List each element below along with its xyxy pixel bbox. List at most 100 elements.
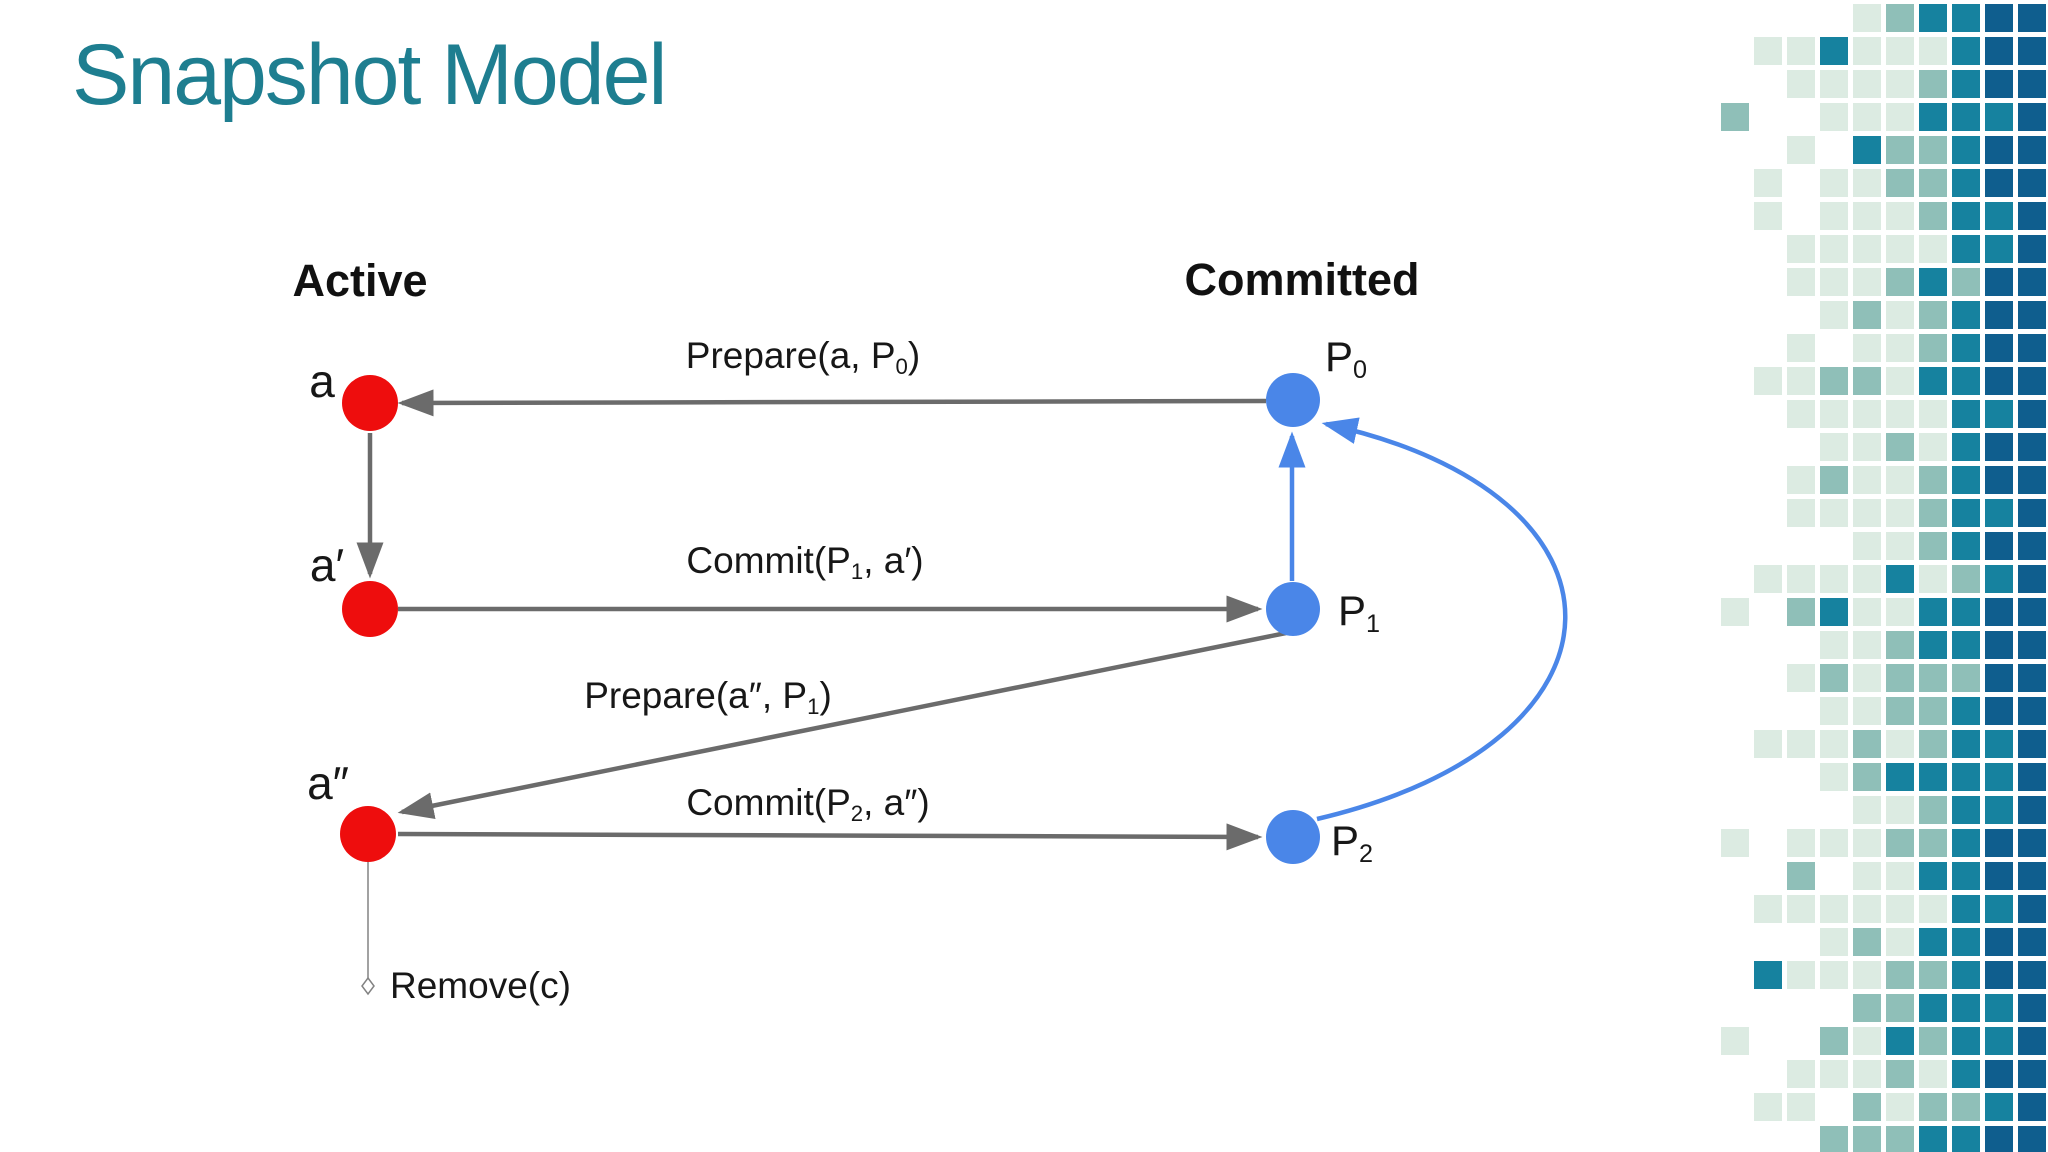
mosaic-square (1886, 103, 1914, 131)
mosaic-square (2018, 103, 2046, 131)
mosaic-square (1886, 763, 1914, 791)
mosaic-square (1820, 169, 1848, 197)
mosaic-square (1952, 1027, 1980, 1055)
mosaic-square (1853, 499, 1881, 527)
mosaic-square (1886, 994, 1914, 1022)
mosaic-square (1886, 532, 1914, 560)
mosaic-square (1787, 895, 1815, 923)
mosaic-square (1952, 532, 1980, 560)
mosaic-square (1853, 928, 1881, 956)
mosaic-square (1886, 301, 1914, 329)
mosaic-square (1985, 1060, 2013, 1088)
mosaic-square (1919, 763, 1947, 791)
mosaic-square (1985, 730, 2013, 758)
mosaic-square (1787, 1060, 1815, 1088)
mosaic-square (1853, 103, 1881, 131)
mosaic-square (1886, 862, 1914, 890)
mosaic-square (1754, 730, 1782, 758)
mosaic-square (1919, 928, 1947, 956)
mosaic-square (1820, 37, 1848, 65)
mosaic-square (2018, 334, 2046, 362)
mosaic-square (1754, 961, 1782, 989)
mosaic-square (1952, 796, 1980, 824)
mosaic-square (1787, 961, 1815, 989)
mosaic-square (1919, 466, 1947, 494)
mosaic-square (2018, 829, 2046, 857)
mosaic-square (1754, 565, 1782, 593)
mosaic-square (1787, 70, 1815, 98)
mosaic-square (1886, 928, 1914, 956)
mosaic-square (1787, 37, 1815, 65)
mosaic-square (2018, 664, 2046, 692)
mosaic-square (1853, 631, 1881, 659)
mosaic-square (1820, 268, 1848, 296)
mosaic-square (1952, 1093, 1980, 1121)
mosaic-square (1985, 631, 2013, 659)
mosaic-square (1886, 895, 1914, 923)
mosaic-square (1886, 466, 1914, 494)
node-adprime-circle (340, 806, 396, 862)
mosaic-square (1952, 664, 1980, 692)
mosaic-square (1787, 367, 1815, 395)
mosaic-square (1820, 763, 1848, 791)
mosaic-square (1919, 301, 1947, 329)
mosaic-square (1787, 829, 1815, 857)
mosaic-square (1952, 400, 1980, 428)
mosaic-square (1919, 565, 1947, 593)
edge-label-commit-p2-adprime: Commit(P2, a″) (686, 782, 930, 827)
node-a-label: a (309, 355, 335, 407)
mosaic-square (1952, 136, 1980, 164)
mosaic-square (1919, 268, 1947, 296)
mosaic-square (1886, 829, 1914, 857)
mosaic-square (2018, 466, 2046, 494)
mosaic-square (1919, 598, 1947, 626)
mosaic-square (1952, 235, 1980, 263)
mosaic-square (1952, 433, 1980, 461)
mosaic-square (1820, 1027, 1848, 1055)
mosaic-square (1919, 334, 1947, 362)
mosaic-square (1952, 598, 1980, 626)
mosaic-square (1919, 400, 1947, 428)
mosaic-square (1787, 136, 1815, 164)
mosaic-square (1952, 334, 1980, 362)
mosaic-square (1820, 400, 1848, 428)
mosaic-square (1820, 103, 1848, 131)
mosaic-square (2018, 499, 2046, 527)
mosaic-square (2018, 4, 2046, 32)
mosaic-square (2018, 598, 2046, 626)
mosaic-square (1919, 961, 1947, 989)
mosaic-square (1853, 829, 1881, 857)
mosaic-square (1820, 895, 1848, 923)
mosaic-square (1985, 862, 2013, 890)
mosaic-square (1919, 1126, 1947, 1152)
mosaic-square (1952, 895, 1980, 923)
mosaic-square (1985, 136, 2013, 164)
mosaic-square (1952, 268, 1980, 296)
mosaic-square (1985, 961, 2013, 989)
mosaic-square (2018, 433, 2046, 461)
mosaic-square (1985, 202, 2013, 230)
mosaic-square (1886, 433, 1914, 461)
mosaic-square (1820, 565, 1848, 593)
mosaic-square (1787, 1093, 1815, 1121)
mosaic-square (2018, 400, 2046, 428)
mosaic-square (1985, 532, 2013, 560)
mosaic-square (1853, 37, 1881, 65)
mosaic-square (1919, 103, 1947, 131)
commit-adprime-p2-arrow (397, 823, 1263, 851)
mosaic-square (1886, 1027, 1914, 1055)
mosaic-square (1919, 862, 1947, 890)
mosaic-square (2018, 169, 2046, 197)
committed-column-header: Committed (1184, 254, 1420, 305)
mosaic-square (1853, 994, 1881, 1022)
mosaic-square (1985, 367, 2013, 395)
mosaic-square (1952, 301, 1980, 329)
mosaic-square (1919, 1027, 1947, 1055)
mosaic-square (1919, 730, 1947, 758)
mosaic-square (1787, 334, 1815, 362)
mosaic-square (1853, 334, 1881, 362)
mosaic-square (1787, 598, 1815, 626)
mosaic-square (1787, 466, 1815, 494)
mosaic-square (1919, 796, 1947, 824)
